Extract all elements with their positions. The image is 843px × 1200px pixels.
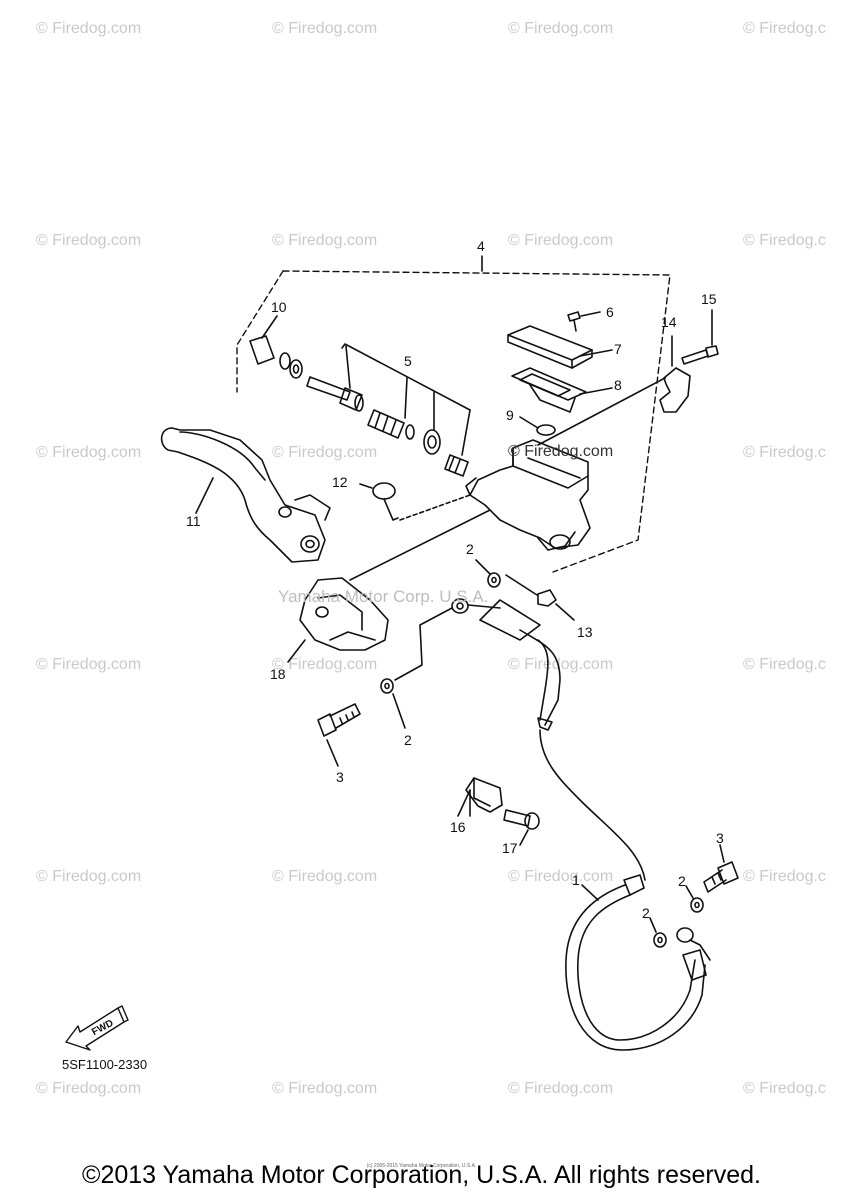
watermark: © Firedog.com: [36, 232, 142, 249]
part-number-11[interactable]: 11: [186, 513, 201, 529]
part-18-holder: [287, 577, 389, 663]
part-5-piston-kit: [306, 376, 469, 477]
watermark: © Firedog.com: [508, 1080, 614, 1097]
watermark: © Firedog.c: [743, 656, 826, 673]
part-3-bolt-right: [703, 844, 739, 893]
leader-line: [505, 574, 538, 596]
part-2-washer-upper: [475, 559, 501, 588]
part-17-bolt: [503, 809, 540, 846]
part-number-15[interactable]: 15: [701, 291, 717, 307]
part-number-2-lower-right[interactable]: 2: [678, 873, 686, 889]
small-copyright: (c) 2005-2015 Yamaha Motor Corporation, …: [366, 1163, 477, 1169]
watermark: © Firedog.com: [36, 444, 142, 461]
watermark: © Firedog.c: [743, 232, 826, 249]
watermark: © Firedog.com: [36, 1080, 142, 1097]
part-16-clamp: [457, 777, 503, 817]
part-9-plate: [519, 416, 556, 436]
part-2-washer-lower-right: [685, 885, 704, 913]
fwd-arrow: [65, 1005, 129, 1051]
leader-line: [537, 377, 666, 446]
part-number-14[interactable]: 14: [661, 314, 677, 330]
watermark: © Firedog.c: [743, 444, 826, 461]
part-number-1[interactable]: 1: [572, 872, 580, 888]
part-number-2-upper[interactable]: 2: [466, 541, 474, 557]
master-cylinder-body: [465, 439, 591, 551]
watermark: © Firedog.com: [272, 1080, 378, 1097]
diagram-code: 5SF1100-2330: [62, 1057, 148, 1072]
leader-line: [404, 377, 408, 419]
watermark: © Firedog.com: [508, 20, 614, 37]
part-number-3-right[interactable]: 3: [716, 830, 724, 846]
part-1-hose-upper: [451, 598, 646, 881]
assembly-line: [399, 494, 471, 521]
watermark: © Firedog.com: [272, 444, 378, 461]
part-number-16[interactable]: 16: [450, 819, 466, 835]
watermark: © Firedog.com: [508, 232, 614, 249]
part-number-17[interactable]: 17: [502, 840, 518, 856]
assembly-line: [349, 509, 491, 581]
part-2-washer-lower-left: [649, 917, 667, 948]
part-8-diaphragm: [511, 367, 613, 413]
part-6-screw: [567, 311, 601, 332]
part-number-13[interactable]: 13: [577, 624, 593, 640]
part-number-10[interactable]: 10: [271, 299, 287, 315]
watermark: © Firedog.c: [743, 1080, 826, 1097]
part-number-9[interactable]: 9: [506, 407, 514, 423]
part-number-4[interactable]: 4: [477, 238, 485, 254]
part-number-8[interactable]: 8: [614, 377, 622, 393]
part-3-bolt-left: [317, 703, 361, 767]
watermark: © Firedog.com: [272, 232, 378, 249]
watermark: © Firedog.c: [743, 20, 826, 37]
part-13-nut: [537, 589, 575, 621]
watermark: © Firedog.com: [272, 20, 378, 37]
assembly-4-dashed-box: [236, 270, 671, 573]
watermark: © Firedog.c: [743, 868, 826, 885]
leader-line: [345, 345, 351, 389]
bracket-5: [341, 343, 471, 411]
watermark: © Firedog.com: [508, 656, 614, 673]
watermark: © Firedog.com: [36, 20, 142, 37]
footer-copyright: ©2013 Yamaha Motor Corporation, U.S.A. A…: [82, 1161, 761, 1189]
part-1-hose-lower: [565, 874, 711, 1051]
part-number-3-left[interactable]: 3: [336, 769, 344, 785]
part-15-bolt: [681, 309, 719, 365]
part-number-7[interactable]: 7: [614, 341, 622, 357]
part-14-clamp: [659, 335, 691, 413]
part-number-5[interactable]: 5: [404, 353, 412, 369]
part-number-6[interactable]: 6: [606, 304, 614, 320]
overlay-watermark: © Firedog.com: [508, 443, 614, 460]
part-number-12[interactable]: 12: [332, 474, 348, 490]
watermark: © Firedog.com: [36, 656, 142, 673]
part-number-2-middle[interactable]: 2: [404, 732, 412, 748]
overlay-copyright: Yamaha Motor Corp. U.S.A.: [278, 587, 489, 606]
part-2-washer-middle: [380, 678, 406, 729]
part-number-2-lower-left[interactable]: 2: [642, 905, 650, 921]
part-12-pivot-bolt: [359, 482, 399, 521]
part-11-lever: [160, 427, 331, 563]
bolt-hole-line: [394, 607, 453, 681]
leader-line: [461, 409, 471, 456]
part-10-cap: [249, 315, 303, 379]
watermark: © Firedog.com: [508, 868, 614, 885]
watermark: © Firedog.com: [36, 868, 142, 885]
part-7-cover: [507, 325, 613, 369]
part-number-18[interactable]: 18: [270, 666, 286, 682]
watermark: © Firedog.com: [272, 656, 378, 673]
watermark: © Firedog.com: [272, 868, 378, 885]
